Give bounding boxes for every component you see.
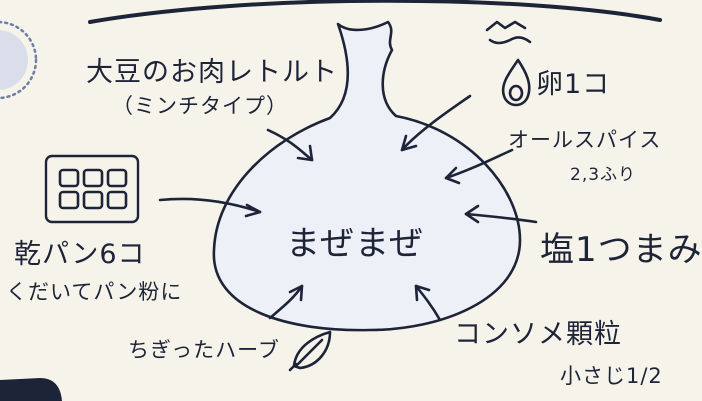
top-arc-line	[88, 0, 662, 24]
label-soy-meat: 大豆のお肉レトルト	[86, 57, 338, 88]
arrow-from-allspice	[444, 148, 514, 180]
arrow-from-soy-meat	[266, 128, 314, 162]
arrow-from-egg	[400, 94, 472, 152]
arrow-from-herbs	[268, 284, 304, 320]
label-allspice-amount: 2,3ふり	[570, 165, 637, 185]
arrows	[158, 94, 538, 322]
label-consomme-amount: 小さじ1/2	[560, 364, 663, 388]
label-mince-type: （ミンチタイプ）	[112, 94, 288, 118]
herb-leaf-icon	[288, 330, 332, 372]
label-dry-bread: 乾パン6コ	[14, 239, 146, 270]
corner-block	[0, 378, 62, 401]
arrow-from-salt	[464, 212, 538, 224]
label-center-mix: まぜまぜ	[286, 224, 424, 264]
arrow-from-bread	[158, 197, 262, 214]
label-breadcrumbs: くだいてパン粉に	[6, 280, 183, 304]
dry-bread-icon	[44, 154, 140, 224]
label-salt: 塩1つまみ	[540, 230, 702, 270]
egg-icon	[485, 20, 532, 107]
dotted-circle-decoration	[0, 20, 38, 100]
label-consomme: コンソメ顆粒	[454, 319, 622, 350]
label-allspice: オールスパイス	[508, 128, 662, 152]
mixing-bag	[212, 20, 522, 332]
arrow-from-consomme	[414, 284, 442, 322]
label-herbs: ちぎったハーブ	[128, 338, 280, 362]
label-egg: 卵1コ	[536, 69, 611, 100]
